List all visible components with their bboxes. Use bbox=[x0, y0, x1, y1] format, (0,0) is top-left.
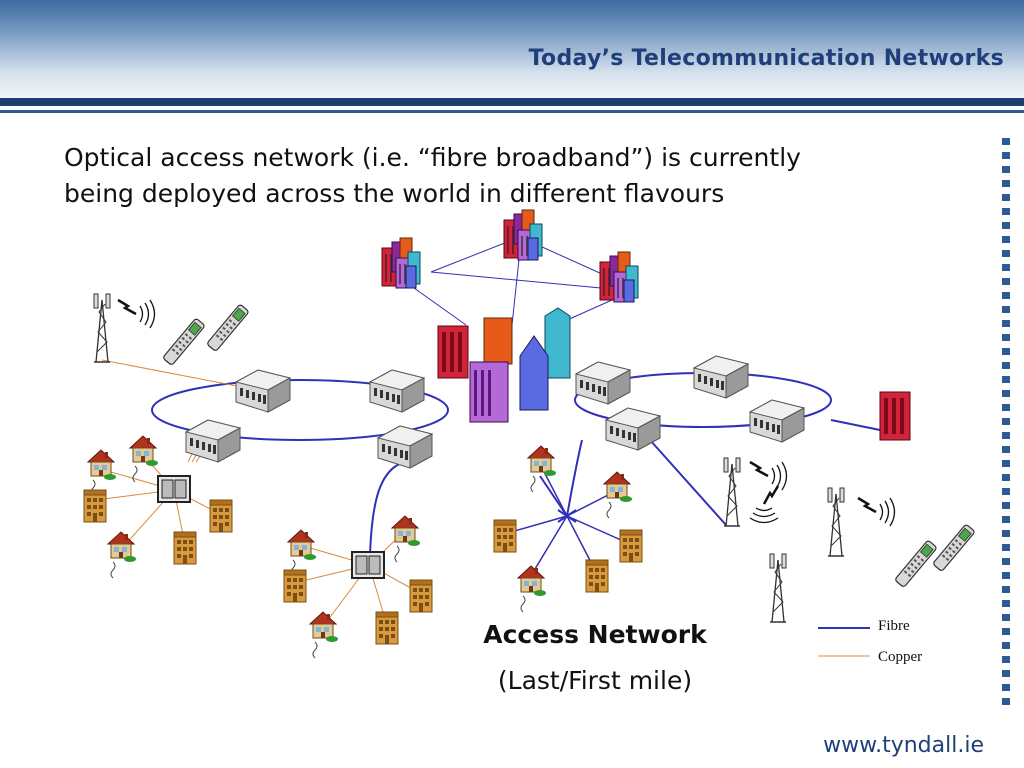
intro-line-2: being deployed across the world in diffe… bbox=[64, 179, 725, 208]
legend: Fibre Copper bbox=[818, 618, 922, 665]
intro-text: Optical access network (i.e. “fibre broa… bbox=[64, 140, 944, 212]
office-building-right bbox=[879, 391, 911, 441]
legend-fibre-label: Fibre bbox=[878, 618, 910, 634]
office-cluster-right bbox=[599, 251, 639, 303]
legend-copper-label: Copper bbox=[878, 649, 922, 665]
access-network-caption: Access Network bbox=[483, 620, 707, 649]
office-cluster-left bbox=[381, 237, 421, 289]
intro-line-1: Optical access network (i.e. “fibre broa… bbox=[64, 143, 801, 172]
decorative-dotted-border bbox=[1002, 138, 1010, 710]
business-district bbox=[437, 307, 571, 423]
street-cabinet-icons bbox=[157, 475, 577, 579]
title-divider-thin bbox=[0, 110, 1024, 113]
slide-title: Today’s Telecommunication Networks bbox=[528, 46, 1004, 71]
office-cluster-top bbox=[503, 209, 543, 261]
footer-url[interactable]: www.tyndall.ie bbox=[823, 733, 984, 758]
title-bar: Today’s Telecommunication Networks bbox=[0, 0, 1024, 98]
network-diagram: Fibre Copper bbox=[83, 209, 976, 665]
access-network-subcaption: (Last/First mile) bbox=[497, 666, 693, 695]
title-divider bbox=[0, 98, 1024, 106]
